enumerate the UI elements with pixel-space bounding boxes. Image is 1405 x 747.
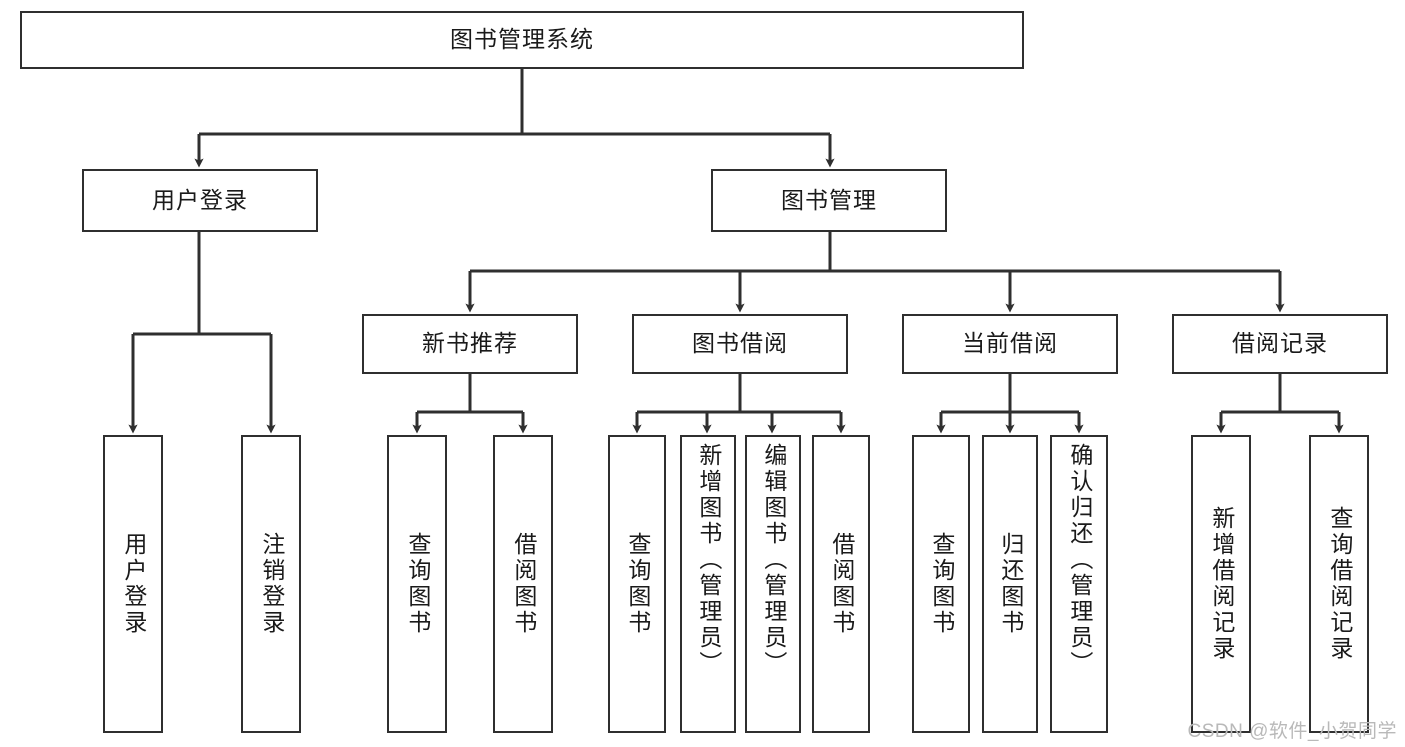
node-leaf-confirm-return[interactable]: 确认归还（管理员） [1050, 435, 1108, 733]
node-label: 图书管理系统 [450, 26, 594, 53]
node-label: 确认归还（管理员） [1066, 443, 1093, 677]
node-label: 用户登录 [120, 532, 147, 636]
node-label: 查询图书 [928, 532, 955, 636]
node-label: 新增借阅记录 [1208, 506, 1235, 662]
node-label: 当前借阅 [962, 330, 1058, 357]
node-leaf-edit-book[interactable]: 编辑图书（管理员） [745, 435, 801, 733]
node-label: 借阅图书 [510, 532, 537, 636]
node-label: 借阅图书 [828, 532, 855, 636]
node-label: 查询借阅记录 [1326, 506, 1353, 662]
node-leaf-borrow-book-1[interactable]: 借阅图书 [493, 435, 553, 733]
node-label: 新书推荐 [422, 330, 518, 357]
node-leaf-logout-login[interactable]: 注销登录 [241, 435, 301, 733]
node-user-login[interactable]: 用户登录 [82, 169, 318, 232]
node-book-borrow[interactable]: 图书借阅 [632, 314, 848, 374]
node-leaf-add-record[interactable]: 新增借阅记录 [1191, 435, 1251, 733]
node-current-borrow[interactable]: 当前借阅 [902, 314, 1118, 374]
node-new-book-recommend[interactable]: 新书推荐 [362, 314, 578, 374]
node-leaf-user-login[interactable]: 用户登录 [103, 435, 163, 733]
node-leaf-query-book-3[interactable]: 查询图书 [912, 435, 970, 733]
node-label: 图书借阅 [692, 330, 788, 357]
node-leaf-add-book[interactable]: 新增图书（管理员） [680, 435, 736, 733]
node-label: 用户登录 [152, 186, 248, 213]
node-root-book-management-system[interactable]: 图书管理系统 [20, 11, 1024, 69]
node-label: 新增图书（管理员） [695, 443, 722, 677]
node-leaf-query-record[interactable]: 查询借阅记录 [1309, 435, 1369, 733]
node-borrow-record[interactable]: 借阅记录 [1172, 314, 1388, 374]
node-label: 查询图书 [404, 532, 431, 636]
node-label: 查询图书 [624, 532, 651, 636]
node-leaf-return-book[interactable]: 归还图书 [982, 435, 1038, 733]
node-book-manage[interactable]: 图书管理 [711, 169, 947, 232]
node-leaf-borrow-book-2[interactable]: 借阅图书 [812, 435, 870, 733]
csdn-watermark: CSDN @软件_小贺同学 [1187, 721, 1397, 742]
node-label: 编辑图书（管理员） [760, 443, 787, 677]
node-label: 借阅记录 [1232, 330, 1328, 357]
node-leaf-query-book-1[interactable]: 查询图书 [387, 435, 447, 733]
node-label: 图书管理 [781, 186, 877, 213]
node-label: 注销登录 [258, 532, 285, 636]
node-leaf-query-book-2[interactable]: 查询图书 [608, 435, 666, 733]
node-label: 归还图书 [997, 532, 1024, 636]
